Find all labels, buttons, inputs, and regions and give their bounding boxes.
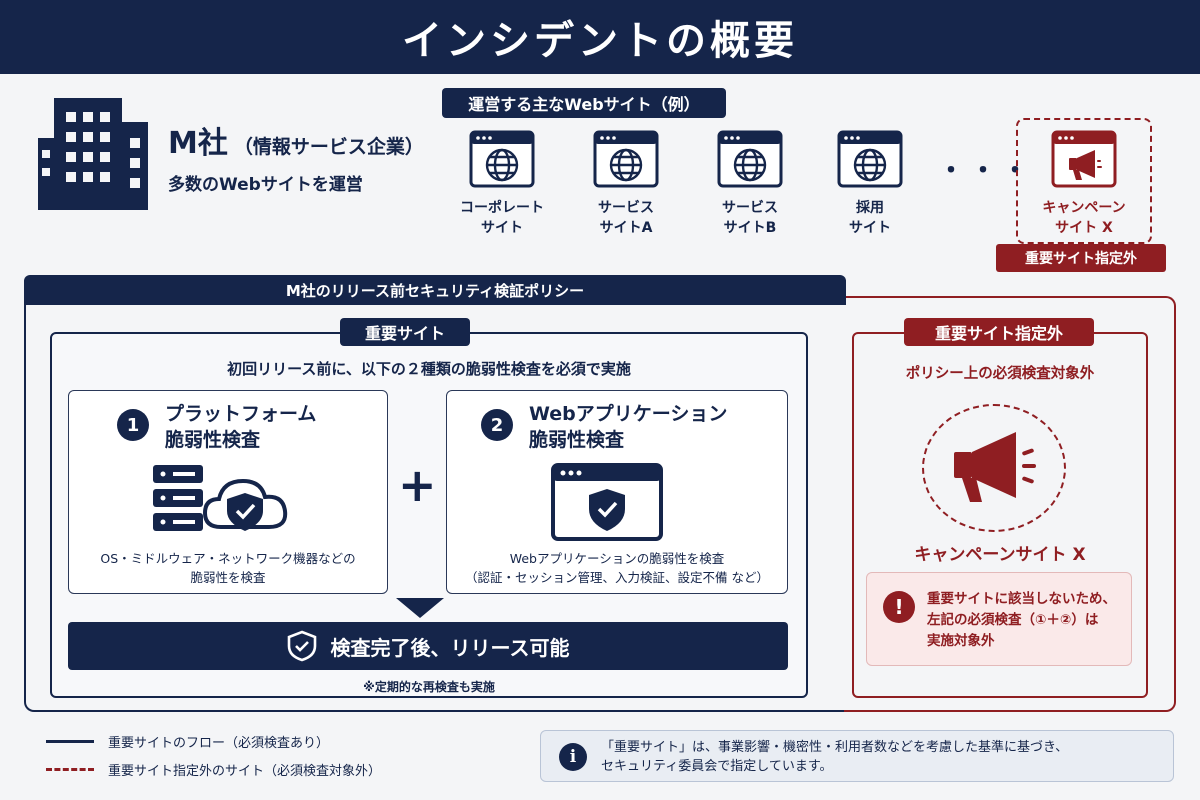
check-title: プラットフォーム 脆弱性検査 bbox=[165, 403, 317, 451]
legend-important: 重要サイトのフロー（必須検査あり） bbox=[46, 732, 329, 751]
legend-dashed-line bbox=[46, 768, 94, 771]
excluded-note-text: 重要サイトに該当しないため、 左記の必須検査（①＋②）は 実施対象外 bbox=[927, 591, 1116, 649]
plus-sign: + bbox=[398, 458, 437, 512]
site-label: サービス サイトB bbox=[722, 200, 778, 236]
campaign-site-dashed-frame bbox=[1016, 118, 1152, 244]
browser-globe-icon bbox=[837, 130, 903, 188]
site-recruit: 採用 サイト bbox=[810, 130, 930, 238]
exclamation-icon: ! bbox=[883, 591, 915, 623]
legend-solid-line bbox=[46, 740, 94, 743]
info-icon: i bbox=[559, 743, 587, 771]
platform-check-card: 1 プラットフォーム 脆弱性検査 OS・ミドルウェア・ネットワーク機器などの 脆… bbox=[68, 390, 388, 594]
building-icon bbox=[38, 98, 148, 210]
recheck-note: ※定期的な再検査も実施 bbox=[363, 680, 495, 694]
check-title: Webアプリケーション 脆弱性検査 bbox=[529, 403, 728, 451]
excluded-note-box: ! 重要サイトに該当しないため、 左記の必須検査（①＋②）は 実施対象外 bbox=[866, 572, 1132, 666]
policy-frame-navy bbox=[24, 296, 846, 712]
release-text: 検査完了後、リリース可能 bbox=[330, 635, 570, 660]
policy-title: M社のリリース前セキュリティ検証ポリシー bbox=[24, 275, 846, 305]
browser-shield-icon bbox=[551, 463, 663, 541]
site-service-b: サービス サイトB bbox=[690, 130, 810, 238]
browser-globe-icon bbox=[717, 130, 783, 188]
site-label: サービス サイトA bbox=[598, 200, 654, 236]
company-type: （情報サービス企業） bbox=[233, 136, 424, 158]
page-title: インシデントの概要 bbox=[402, 18, 798, 64]
site-campaign-x: キャンペーン サイト X bbox=[1024, 130, 1144, 238]
check-description: OS・ミドルウェア・ネットワーク機器などの 脆弱性を検査 bbox=[100, 551, 356, 585]
check-description: Webアプリケーションの脆弱性を検査 （認証・セッション管理、入力検証、設定不備… bbox=[465, 551, 769, 585]
header-bar: インシデントの概要 bbox=[0, 0, 1200, 74]
browser-globe-icon bbox=[593, 130, 659, 188]
excluded-sites-description: ポリシー上の必須検査対象外 bbox=[905, 366, 1095, 382]
site-label: コーポレート サイト bbox=[460, 200, 544, 236]
legend-label: 重要サイトのフロー（必須検査あり） bbox=[108, 736, 330, 751]
site-corporate: コーポレート サイト bbox=[442, 130, 562, 238]
step-number: 2 bbox=[481, 409, 513, 441]
info-box: i 「重要サイト」は、事業影響・機密性・利用者数などを考慮した基準に基づき、 セ… bbox=[540, 730, 1174, 782]
server-cloud-shield-icon bbox=[153, 465, 288, 531]
company-description: 多数のWebサイトを運営 bbox=[168, 175, 363, 195]
excluded-dashed-circle bbox=[922, 404, 1066, 532]
site-label: 採用 サイト bbox=[849, 200, 891, 236]
policy-frame-red bbox=[844, 296, 1176, 712]
megaphone-icon bbox=[954, 432, 1036, 502]
site-label: キャンペーン サイト X bbox=[1042, 200, 1126, 236]
legend-excluded: 重要サイト指定外のサイト（必須検査対象外） bbox=[46, 760, 381, 779]
down-arrow-icon bbox=[396, 598, 444, 618]
step-number: 1 bbox=[117, 409, 149, 441]
sites-label: 運営する主なWebサイト（例） bbox=[442, 88, 726, 118]
webapp-check-card: 2 Webアプリケーション 脆弱性検査 Webアプリケーションの脆弱性を検査 （… bbox=[446, 390, 788, 594]
not-important-badge: 重要サイト指定外 bbox=[996, 244, 1166, 272]
important-sites-description: 初回リリース前に、以下の２種類の脆弱性検査を必須で実施 bbox=[227, 360, 631, 378]
company-name: M社（情報サービス企業） bbox=[168, 118, 424, 162]
shield-check-icon bbox=[287, 630, 316, 662]
browser-globe-icon bbox=[469, 130, 535, 188]
site-service-a: サービス サイトA bbox=[566, 130, 686, 238]
legend-label: 重要サイト指定外のサイト（必須検査対象外） bbox=[108, 764, 382, 779]
browser-megaphone-icon bbox=[1051, 130, 1117, 188]
release-bar: 検査完了後、リリース可能 bbox=[68, 622, 788, 670]
company-name-text: M社 bbox=[168, 126, 228, 161]
excluded-site-name: キャンペーンサイト X bbox=[914, 545, 1086, 565]
excluded-sites-title: 重要サイト指定外 bbox=[904, 318, 1094, 346]
more-sites-ellipsis: ・・・ bbox=[938, 156, 1035, 186]
info-text: 「重要サイト」は、事業影響・機密性・利用者数などを考慮した基準に基づき、 セキュ… bbox=[601, 740, 1069, 774]
important-sites-title: 重要サイト bbox=[340, 318, 470, 346]
